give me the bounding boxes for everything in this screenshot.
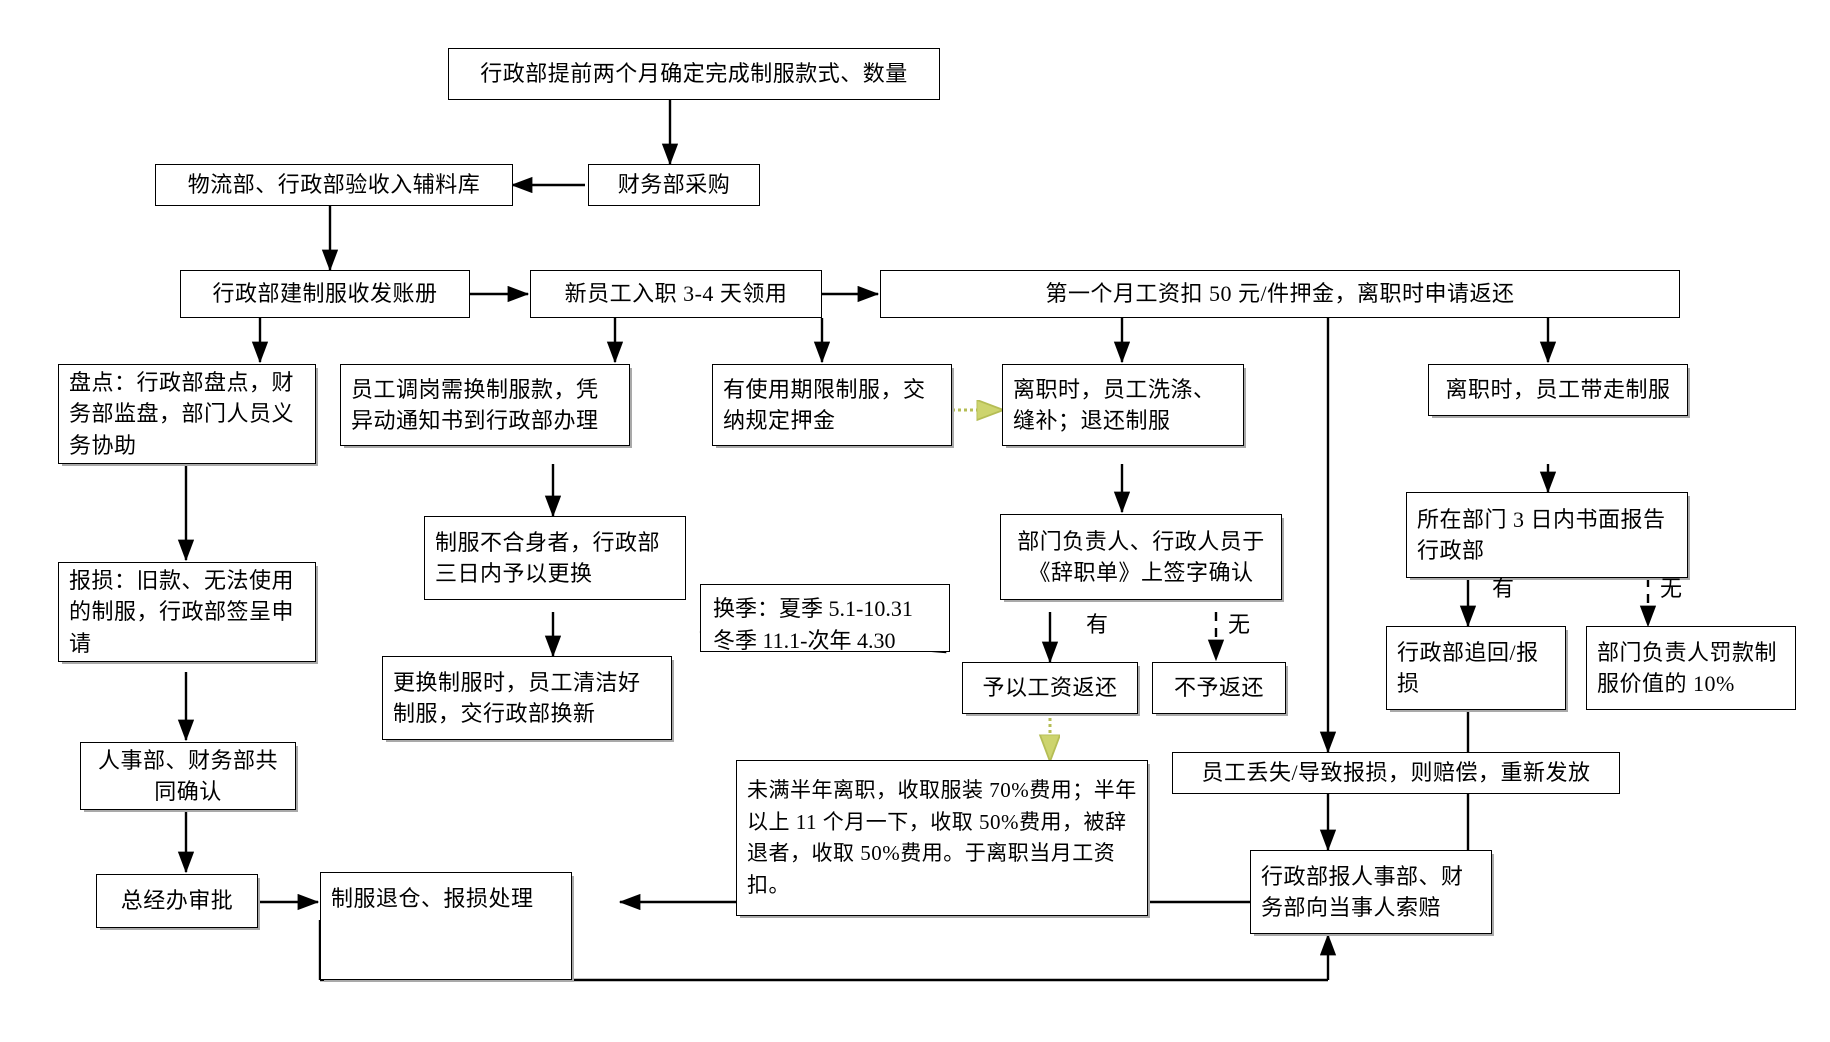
edge-label-you-1: 有	[1086, 612, 1109, 637]
callout-season[interactable]: 换季：夏季 5.1-10.31 冬季 11.1-次年 4.30	[700, 584, 950, 653]
node-n17[interactable]: 更换制服时，员工清洁好制服，交行政部换新	[382, 656, 672, 740]
node-n10[interactable]: 离职时，员工洗涤、缝补；退还制服	[1002, 364, 1244, 446]
node-n7[interactable]: 盘点：行政部盘点，财务部监盘，部门人员义务协助	[58, 364, 316, 464]
node-n12[interactable]: 报损：旧款、无法使用的制服，行政部签呈申请	[58, 562, 316, 662]
node-n24[interactable]: 未满半年离职，收取服装 70%费用；半年以上 11 个月一下，收取 50%费用，…	[736, 760, 1148, 916]
node-n2[interactable]: 财务部采购	[588, 164, 760, 206]
node-n25[interactable]: 员工丢失/导致报损，则赔偿，重新发放	[1172, 752, 1620, 794]
node-n8[interactable]: 员工调岗需换制服款，凭异动通知书到行政部办理	[340, 364, 630, 446]
node-n19[interactable]: 不予返还	[1152, 662, 1286, 714]
node-n6[interactable]: 第一个月工资扣 50 元/件押金，离职时申请返还	[880, 270, 1680, 318]
edge-label-wu-1: 无	[1228, 612, 1251, 637]
node-n11[interactable]: 离职时，员工带走制服	[1428, 364, 1688, 416]
node-n16[interactable]: 人事部、财务部共同确认	[80, 742, 296, 810]
node-n4[interactable]: 行政部建制服收发账册	[180, 270, 470, 318]
node-n22[interactable]: 总经办审批	[96, 874, 258, 928]
node-n26[interactable]: 行政部报人事部、财务部向当事人索赔	[1250, 850, 1492, 934]
node-n5[interactable]: 新员工入职 3-4 天领用	[530, 270, 822, 318]
node-n13[interactable]: 制服不合身者，行政部三日内予以更换	[424, 516, 686, 600]
node-n18[interactable]: 予以工资返还	[962, 662, 1138, 714]
edge-label-wu-2: 无	[1660, 576, 1683, 601]
node-n23[interactable]: 制服退仓、报损处理	[320, 872, 572, 980]
node-n20[interactable]: 行政部追回/报损	[1386, 626, 1566, 710]
node-n14[interactable]: 部门负责人、行政人员于《辞职单》上签字确认	[1000, 514, 1282, 600]
node-n1[interactable]: 行政部提前两个月确定完成制服款式、数量	[448, 48, 940, 100]
node-n21[interactable]: 部门负责人罚款制服价值的 10%	[1586, 626, 1796, 710]
node-n3[interactable]: 物流部、行政部验收入辅料库	[155, 164, 513, 206]
edge-label-you-2: 有	[1492, 576, 1515, 601]
node-n9[interactable]: 有使用期限制服，交纳规定押金	[712, 364, 952, 446]
node-n15[interactable]: 所在部门 3 日内书面报告行政部	[1406, 492, 1688, 578]
